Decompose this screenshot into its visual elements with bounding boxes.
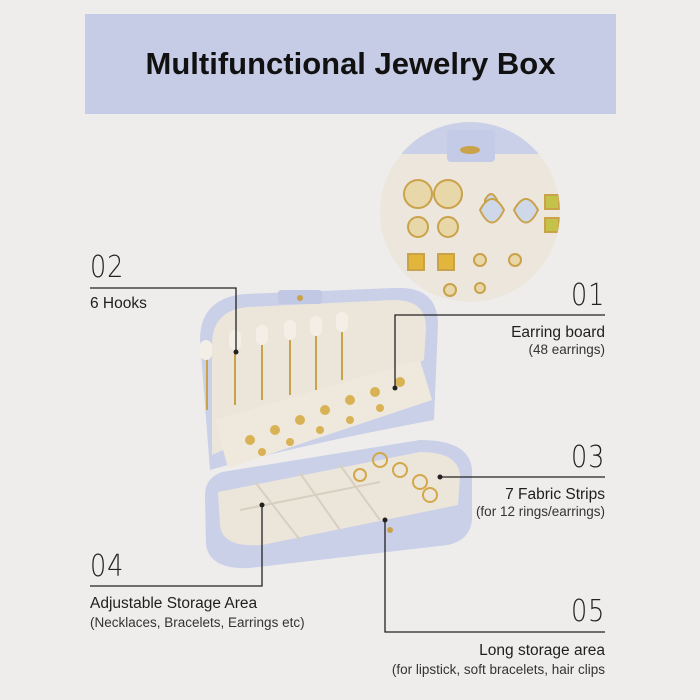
feature-04-sub: (Necklaces, Bracelets, Earrings etc): [90, 615, 305, 630]
page-title: Multifunctional Jewelry Box: [145, 46, 556, 81]
feature-02-label: 6 Hooks: [90, 295, 147, 312]
box-base: [205, 440, 472, 569]
feature-04-number: 04: [90, 549, 125, 584]
feature-01-number: 01: [570, 278, 605, 313]
feature-03-sub: (for 12 rings/earrings): [475, 504, 605, 519]
feature-02-number: 02: [90, 250, 125, 285]
earring-board-closeup: [380, 122, 560, 302]
leader-lines: [90, 287, 605, 633]
feature-01-sub: (48 earrings): [528, 342, 605, 357]
feature-05-sub: (for lipstick, soft bracelets, hair clip…: [391, 662, 605, 677]
feature-03-number: 03: [570, 440, 605, 475]
title-banner: Multifunctional Jewelry Box: [85, 14, 616, 114]
feature-03-label: 7 Fabric Strips: [505, 486, 605, 503]
box-lid: [200, 287, 438, 470]
feature-05-label: Long storage area: [479, 642, 605, 659]
feature-01-label: Earring board: [511, 324, 605, 341]
feature-04-label: Adjustable Storage Area: [90, 595, 258, 612]
feature-05-number: 05: [570, 594, 605, 629]
